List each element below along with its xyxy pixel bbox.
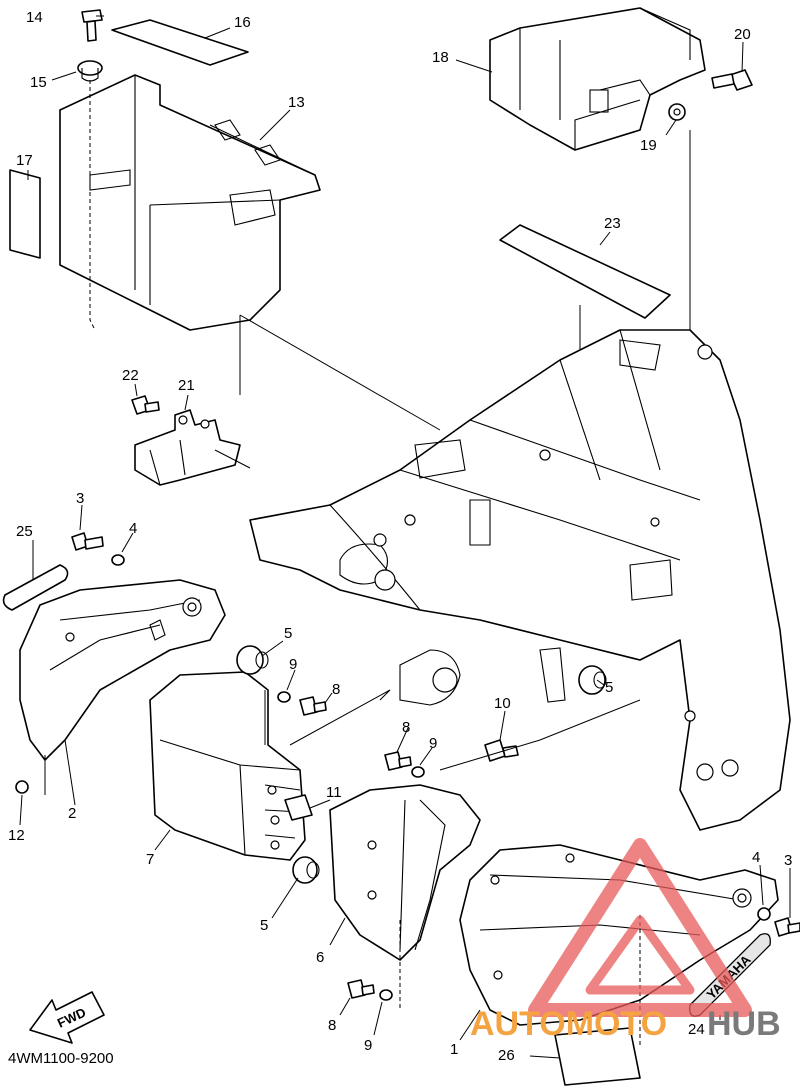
- callout-5-a: 5: [284, 625, 292, 642]
- tool-box-7: [149, 671, 306, 861]
- callout-2: 2: [68, 805, 76, 822]
- callout-4-right: 4: [752, 849, 760, 866]
- callout-10: 10: [494, 695, 511, 712]
- screw-8-a: [299, 696, 327, 716]
- callout-8-c: 8: [328, 1017, 336, 1034]
- damper-5-b: [578, 665, 607, 695]
- washer-4-right: [757, 907, 771, 921]
- caution-label-26: [554, 1027, 641, 1086]
- callout-16: 16: [234, 14, 251, 31]
- callout-11: 11: [326, 784, 342, 801]
- nut-19: [668, 103, 686, 121]
- washer-9-a: [277, 691, 291, 703]
- watermark-text-automoto: AUTOMOTO: [470, 1005, 667, 1043]
- damper-5-c: [292, 856, 320, 884]
- callout-17: 17: [16, 152, 33, 169]
- electrical-box-18: [489, 7, 706, 151]
- band-25: [2, 564, 69, 611]
- drawing-code: 4WM1100-9200: [8, 1050, 114, 1067]
- watermark-logo: AUTOMOTO HUB: [470, 838, 781, 1043]
- callout-9-c: 9: [364, 1037, 372, 1054]
- callout-12: 12: [8, 827, 25, 844]
- fwd-arrow-icon: FWD: [29, 991, 105, 1044]
- callout-1: 1: [450, 1041, 458, 1058]
- bolt-3-right: [774, 917, 800, 937]
- callout-5-c: 5: [260, 917, 268, 934]
- callout-8-b: 8: [402, 719, 410, 736]
- cover-sheet-17: [9, 169, 41, 259]
- watermark-triangle-icon: [528, 838, 752, 1017]
- callout-13: 13: [288, 94, 305, 111]
- bolt-10: [484, 739, 519, 762]
- bolt-3-left: [71, 532, 104, 551]
- washer-9-b: [411, 766, 425, 778]
- washer-12: [15, 780, 29, 794]
- bolt-14: [81, 9, 103, 42]
- leader-lines: [19, 15, 791, 1059]
- callout-3-right: 3: [784, 852, 792, 869]
- bolt-20: [711, 69, 753, 91]
- callout-18: 18: [432, 49, 449, 66]
- bracket-21: [134, 409, 241, 486]
- screw-8-c: [347, 979, 375, 999]
- side-cover-1: [459, 844, 779, 1045]
- screw-8-b: [384, 751, 412, 771]
- side-cover-2: [19, 579, 226, 761]
- callout-8-a: 8: [332, 681, 340, 698]
- callout-3-left: 3: [76, 490, 84, 507]
- callout-9-b: 9: [429, 735, 437, 752]
- callout-15: 15: [30, 74, 47, 91]
- callout-19: 19: [640, 137, 657, 154]
- watermark-text-hub: HUB: [707, 1005, 781, 1043]
- callout-23: 23: [604, 215, 621, 232]
- callout-labels: 1 2 3 3 4 4 5 5 5 6 7 8 8 8 9 9 9 10 11 …: [8, 9, 792, 1064]
- callout-5-b: 5: [605, 679, 613, 696]
- side-cover-6: [329, 784, 481, 961]
- bolt-22: [131, 395, 160, 415]
- battery-strap-16: [111, 19, 249, 66]
- battery-box-13: [59, 74, 321, 331]
- washer-9-c: [379, 989, 393, 1001]
- callout-21: 21: [178, 377, 195, 394]
- rubber-pad-23: [499, 224, 671, 319]
- bracket-11: [284, 794, 313, 821]
- callout-4-left: 4: [129, 520, 137, 537]
- damper-5-a: [236, 645, 269, 675]
- callout-7: 7: [146, 851, 154, 868]
- callout-14: 14: [26, 9, 43, 26]
- callout-9-a: 9: [289, 656, 297, 673]
- callout-24: 24: [688, 1021, 705, 1038]
- callout-22: 22: [122, 367, 139, 384]
- callout-26: 26: [498, 1047, 515, 1064]
- callout-20: 20: [734, 26, 751, 43]
- collar-15: [77, 60, 103, 82]
- callout-25: 25: [16, 523, 33, 540]
- callout-6: 6: [316, 949, 324, 966]
- main-frame: [249, 329, 791, 831]
- washer-4-left: [111, 554, 125, 566]
